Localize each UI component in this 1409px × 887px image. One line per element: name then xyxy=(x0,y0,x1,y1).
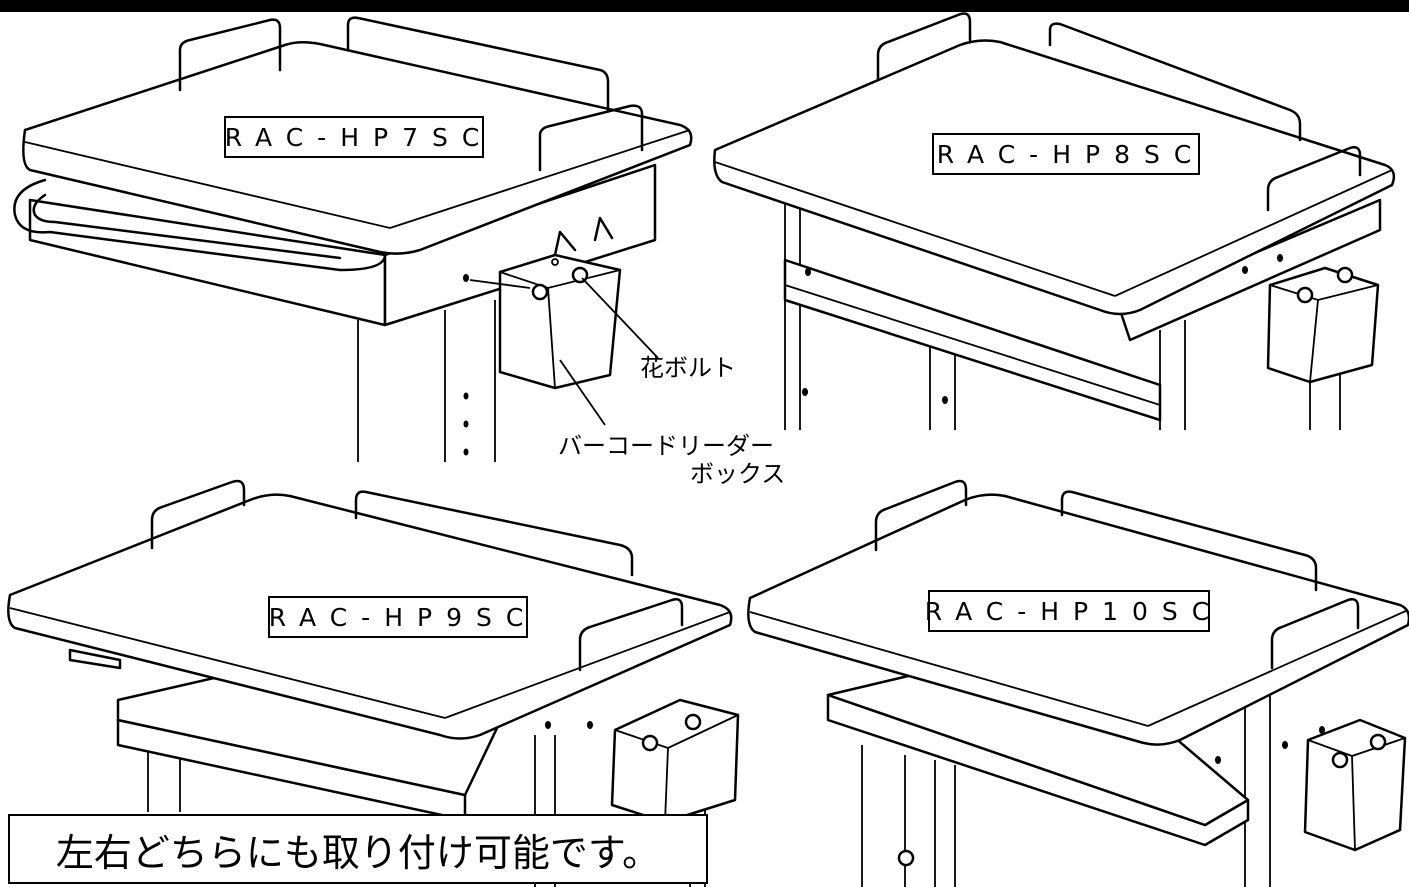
callout-flower-bolt: 花ボルト xyxy=(640,354,736,382)
model-label-rac-hp7sc: RAC-HP7SC xyxy=(224,116,484,158)
cart-rac-hp10sc xyxy=(747,479,1409,887)
cart-rac-hp7sc xyxy=(13,16,693,462)
mounting-note: 左右どちらにも取り付け可能です。 xyxy=(8,814,708,884)
top-border-bar xyxy=(0,0,1409,12)
callout-barcode-box-line2: ボックス xyxy=(690,460,786,488)
cart-rac-hp8sc xyxy=(713,12,1396,430)
model-label-rac-hp10sc: RAC-HP10SC xyxy=(925,590,1210,632)
model-label-rac-hp9sc: RAC-HP9SC xyxy=(268,596,528,638)
model-label-rac-hp8sc: RAC-HP8SC xyxy=(932,133,1200,175)
callout-barcode-box-line1: バーコードリーダー xyxy=(558,432,774,460)
